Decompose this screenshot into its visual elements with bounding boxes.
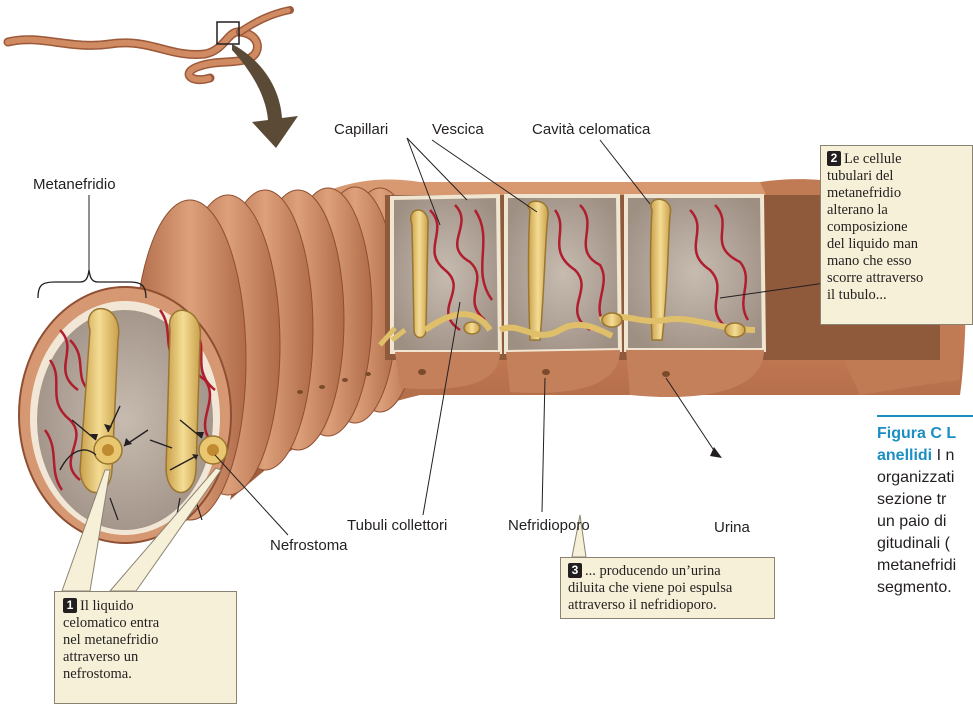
callout-2-line: del liquido man bbox=[827, 236, 966, 253]
caption-line: metanefridi bbox=[877, 555, 973, 577]
label-tubuli-collettori: Tubuli collettori bbox=[347, 517, 447, 534]
callout-3-number: 3 bbox=[568, 563, 582, 578]
front-section bbox=[19, 287, 231, 543]
callout-3-line: attraverso il nefridioporo. bbox=[568, 597, 767, 614]
caption-text: I n bbox=[932, 447, 954, 464]
caption-line: segmento. bbox=[877, 577, 973, 599]
callout-2-line: il tubulo... bbox=[827, 287, 966, 304]
callout-3-line: diluita che viene poi espulsa bbox=[568, 580, 767, 597]
label-cavita-celomatica: Cavità celomatica bbox=[532, 121, 650, 138]
callout-3: 3... producendo un’urina diluita che vie… bbox=[560, 557, 775, 619]
label-metanefridio: Metanefridio bbox=[33, 176, 116, 193]
callout-2-line: metanefridio bbox=[827, 185, 966, 202]
caption-line: organizzati bbox=[877, 467, 973, 489]
callout-1-line: attraverso un bbox=[63, 649, 228, 666]
caption-title-2: anellidi bbox=[877, 447, 932, 464]
label-nefridioporo: Nefridioporo bbox=[508, 517, 590, 534]
callout-2-line: mano che esso bbox=[827, 253, 966, 270]
callout-2-line: alterano la bbox=[827, 202, 966, 219]
label-nefrostoma: Nefrostoma bbox=[270, 537, 348, 554]
callout-2-number: 2 bbox=[827, 151, 841, 166]
caption-title: Figura C L bbox=[877, 425, 956, 442]
callout-2-line: composizione bbox=[827, 219, 966, 236]
callout-2-line: tubulari del bbox=[827, 168, 966, 185]
figure-caption: Figura C L anellidi I n organizzati sezi… bbox=[877, 423, 973, 599]
caption-line: sezione tr bbox=[877, 489, 973, 511]
label-urina: Urina bbox=[714, 519, 750, 536]
callout-1-number: 1 bbox=[63, 598, 77, 613]
callout-1-line: nefrostoma. bbox=[63, 666, 228, 683]
callout-2-line: scorre attraverso bbox=[827, 270, 966, 287]
caption-rule bbox=[877, 415, 973, 417]
label-capillari: Capillari bbox=[334, 121, 388, 138]
zoom-arrow bbox=[232, 44, 298, 148]
callout-2-line: Le cellule bbox=[844, 151, 902, 167]
callout-1-line: nel metanefridio bbox=[63, 632, 228, 649]
caption-line: un paio di bbox=[877, 511, 973, 533]
callout-1-line: celomatico entra bbox=[63, 615, 228, 632]
caption-line: gitudinali ( bbox=[877, 533, 973, 555]
callout-3-line: ... producendo un’urina bbox=[585, 563, 721, 579]
callout-1-line: Il liquido bbox=[80, 598, 134, 614]
label-vescica: Vescica bbox=[432, 121, 484, 138]
